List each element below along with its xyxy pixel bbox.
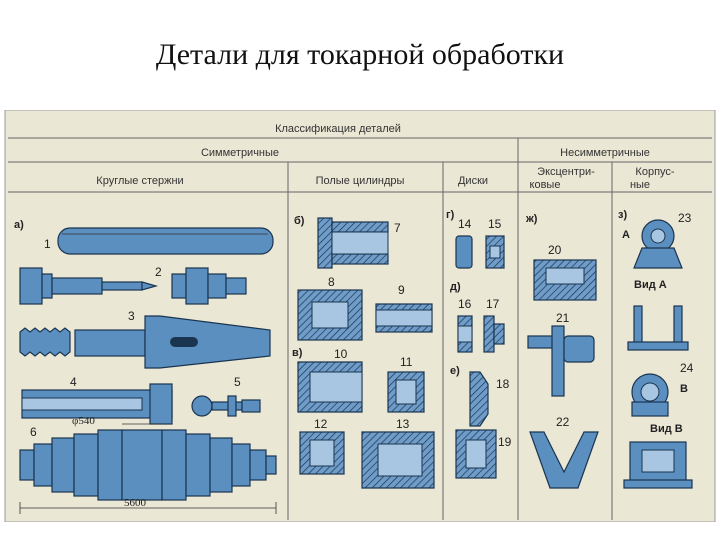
part-16-washer: [457, 315, 473, 353]
col-eccentric-2: ковые: [530, 179, 561, 191]
part-label-21: 21: [556, 311, 570, 325]
slide-title: Детали для токарной обработки: [155, 38, 565, 71]
col-hollow-cylinders: Полые цилиндры: [316, 175, 405, 187]
part-label-15: 15: [488, 217, 502, 231]
part-label-16: 16: [458, 297, 472, 311]
part-20-eccentric-block: [533, 259, 597, 301]
part-10-cup: [297, 361, 363, 413]
part-label-23: 23: [678, 211, 692, 225]
table-header: Классификация деталей: [275, 123, 401, 135]
col-round-bars: Круглые стержни: [96, 175, 183, 187]
table-grid: [8, 137, 712, 520]
dimension-lines: [19, 423, 277, 514]
part-4-hollow-sleeve: [21, 383, 173, 425]
subgroup-d: д): [450, 281, 461, 293]
view-b-drawing: [623, 441, 693, 489]
dimension-diameter: φ540: [72, 415, 95, 427]
col-eccentric-1: Эксцентри-: [537, 166, 595, 178]
part-11-square-sleeve: [387, 371, 425, 413]
dimension-length: 5600: [124, 497, 147, 509]
part-label-13: 13: [396, 417, 410, 431]
col-housing-2: ные: [630, 179, 650, 191]
part-13-flanged-housing: [361, 431, 435, 489]
part-18-disk: [469, 371, 489, 427]
arrow-a: А: [622, 229, 630, 241]
part-label-20: 20: [548, 243, 562, 257]
header-symmetric: Симметричные: [201, 147, 279, 159]
part-label-11: 11: [400, 355, 413, 369]
part-12-ring: [299, 431, 345, 475]
part-17-hub: [483, 315, 505, 353]
subgroup-v: в): [292, 347, 303, 359]
subgroup-b: б): [294, 215, 305, 227]
col-disks: Диски: [458, 175, 488, 187]
col-housing-1: Корпус-: [635, 166, 674, 178]
part-21-crank: [527, 325, 595, 397]
subgroup-a: а): [14, 219, 24, 231]
part-8-bushing: [297, 289, 363, 341]
part-label-6: 6: [30, 425, 37, 439]
part-19-gear-blank: [455, 429, 497, 479]
part-15-disk: [485, 235, 505, 269]
part-label-2: 2: [155, 265, 162, 279]
part-label-17: 17: [486, 297, 500, 311]
part-24-housing: [631, 373, 669, 417]
part-label-14: 14: [458, 217, 472, 231]
part-3-threaded-shaft: [19, 315, 271, 369]
part-label-7: 7: [394, 221, 401, 235]
part-label-12: 12: [314, 417, 328, 431]
part-1-shaft: [57, 227, 274, 255]
part-label-1: 1: [44, 237, 51, 251]
part-label-10: 10: [334, 347, 348, 361]
part-label-4: 4: [70, 375, 77, 389]
arrow-b: В: [680, 383, 688, 395]
part-label-5: 5: [234, 375, 241, 389]
part-6-rotor-shaft: [19, 429, 277, 501]
part-23-bearing-housing: [633, 219, 683, 269]
view-a-label: Вид А: [634, 279, 667, 291]
part-label-22: 22: [556, 415, 570, 429]
part-classification-figure: Классификация деталей Симметричные Несим…: [4, 110, 716, 522]
part-label-8: 8: [328, 275, 335, 289]
part-label-18: 18: [496, 377, 510, 391]
part-14-disk: [455, 235, 473, 269]
part-22-fork: [529, 431, 599, 489]
part-9-sleeve: [375, 303, 433, 333]
subgroup-z: з): [618, 209, 627, 221]
part-label-24: 24: [680, 361, 694, 375]
subgroup-g: г): [446, 209, 455, 221]
subgroup-e: е): [450, 365, 460, 377]
view-a-drawing: [627, 305, 689, 351]
part-5-ball-pin: [191, 395, 261, 417]
header-asymmetric: Несимметричные: [560, 147, 650, 159]
subgroup-zh: ж): [525, 213, 538, 225]
part-2-stepped-shaft: [19, 267, 247, 305]
part-label-3: 3: [128, 309, 135, 323]
part-label-19: 19: [498, 435, 512, 449]
part-7-flanged-bushing: [317, 217, 389, 269]
part-label-9: 9: [398, 283, 405, 297]
view-b-label: Вид В: [650, 423, 683, 435]
